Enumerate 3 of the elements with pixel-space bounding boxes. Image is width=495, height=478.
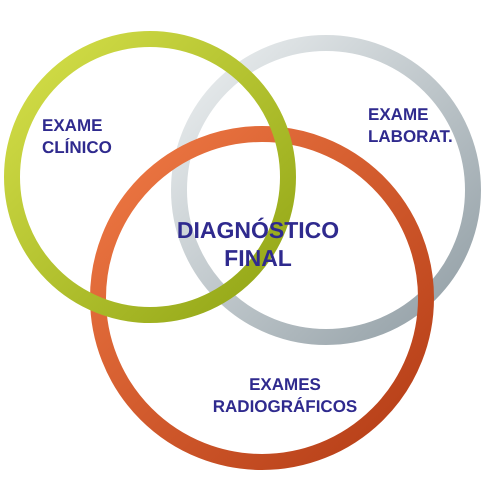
ring-label: EXAMES RADIOGRÁFICOS — [212, 374, 358, 418]
ring-label: EXAME LABORAT. — [368, 104, 454, 148]
ring-label: EXAME CLÍNICO — [42, 115, 113, 159]
